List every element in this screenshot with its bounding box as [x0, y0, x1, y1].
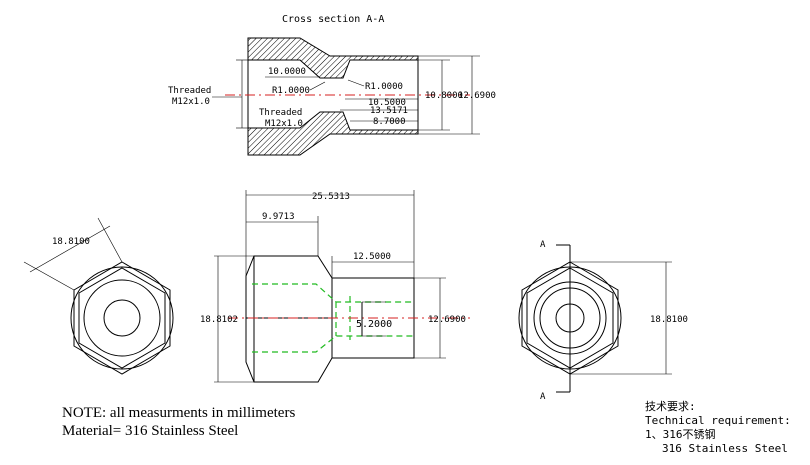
dim-bore-dia: 5.2000 — [356, 319, 392, 330]
note-material: Material= 316 Stainless Steel — [62, 423, 238, 439]
right-hex-view: A A 18.8100 — [518, 240, 688, 402]
dim-left-across-corners: 18.8100 — [52, 237, 90, 247]
dim-threaded-left-2: M12x1.0 — [172, 97, 210, 107]
dim-threaded-left-1: Threaded — [168, 86, 211, 96]
section-title: Cross section A-A — [282, 14, 384, 25]
dim-bore: 8.7000 — [373, 117, 406, 127]
dim-hex-flats: 18.8102 — [200, 315, 238, 325]
dim-radius-right: R1.0000 — [365, 82, 403, 92]
left-hex-chamfer-circle — [70, 266, 174, 370]
left-hex-outline — [73, 261, 171, 375]
left-hex-view: 18.8100 — [23, 217, 174, 375]
tech-heading: 技术要求: — [645, 400, 696, 413]
tech-line-3: 316 Stainless Steel — [662, 442, 788, 455]
tech-line-1: Technical requirement: — [645, 414, 791, 427]
dim-len-b: 13.5171 — [370, 106, 408, 116]
dim-tube-length: 12.5000 — [353, 252, 391, 262]
note-units: NOTE: all measurments in millimeters — [62, 405, 295, 421]
dim-tube-dia: 12.6900 — [428, 315, 466, 325]
side-hex-outline — [245, 255, 333, 383]
cross-section-view: Cross section A-A 10.0000 Threaded M12x1… — [168, 14, 496, 156]
side-view: 5.2000 25.5313 9.9713 12.5000 18.8102 12… — [200, 190, 470, 383]
section-wall-top — [247, 37, 419, 79]
left-tube-circle — [83, 279, 161, 357]
tech-line-2: 1、316不锈钢 — [645, 428, 716, 441]
section-mark-top: A — [540, 240, 546, 250]
dim-hex-length: 9.9713 — [262, 212, 295, 222]
dim-threaded-inner-1: Threaded — [259, 108, 302, 118]
dim-depth: 10.0000 — [268, 67, 306, 77]
left-bore-circle — [103, 299, 141, 337]
dim-right-height: 18.8100 — [650, 315, 688, 325]
section-mark-bottom: A — [540, 392, 546, 402]
dim-dia-inner: 10.8000 — [425, 91, 463, 101]
dim-overall: 25.5313 — [312, 192, 350, 202]
dim-threaded-inner-2: M12x1.0 — [265, 119, 303, 129]
dim-len-a: 10.5000 — [368, 98, 406, 108]
dim-radius-left: R1.0000 — [272, 86, 310, 96]
dim-dia-outer: 12.6900 — [458, 91, 496, 101]
